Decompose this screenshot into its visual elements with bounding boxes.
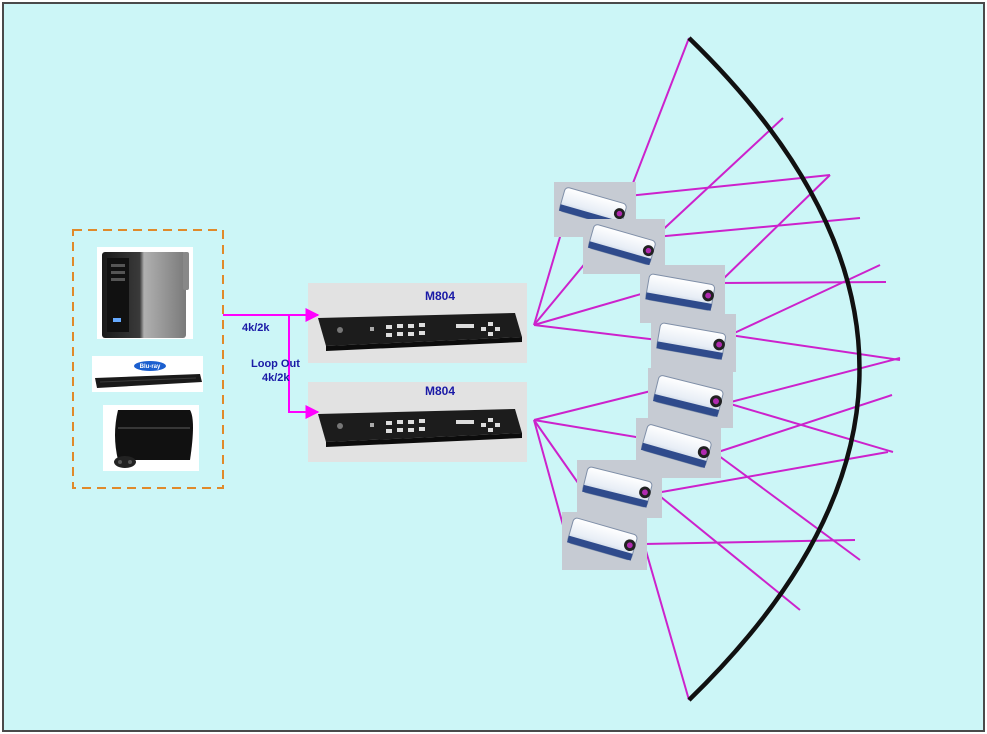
blu-ray-logo: Blu-ray — [140, 364, 161, 370]
projector-icon — [562, 512, 647, 570]
processor-2-label: M804 — [425, 384, 455, 398]
loop-out-label: Loop Out — [251, 358, 300, 370]
signal-connections — [223, 308, 320, 419]
pc-tower-icon — [97, 247, 193, 339]
blu-ray-player-icon: Blu-ray — [92, 356, 203, 392]
projector-icon — [583, 219, 665, 274]
input-signal-label: 4k/2k — [242, 322, 270, 334]
curved-projection-screen — [687, 36, 862, 702]
projector-icon — [577, 460, 662, 518]
m804-processor-2: M804 — [308, 382, 527, 462]
game-console-icon — [103, 405, 199, 471]
projector-array — [554, 182, 736, 570]
projector-icon — [636, 418, 721, 478]
projection-beams — [533, 37, 901, 701]
source-devices-box — [72, 229, 224, 489]
processor-1-label: M804 — [425, 289, 455, 303]
m804-processor-1: M804 — [308, 283, 527, 363]
projector-icon — [651, 314, 736, 372]
projector-icon — [640, 265, 725, 323]
loop-out-signal-arrow — [288, 315, 320, 419]
loop-out-resolution-label: 4k/2k — [262, 372, 290, 384]
